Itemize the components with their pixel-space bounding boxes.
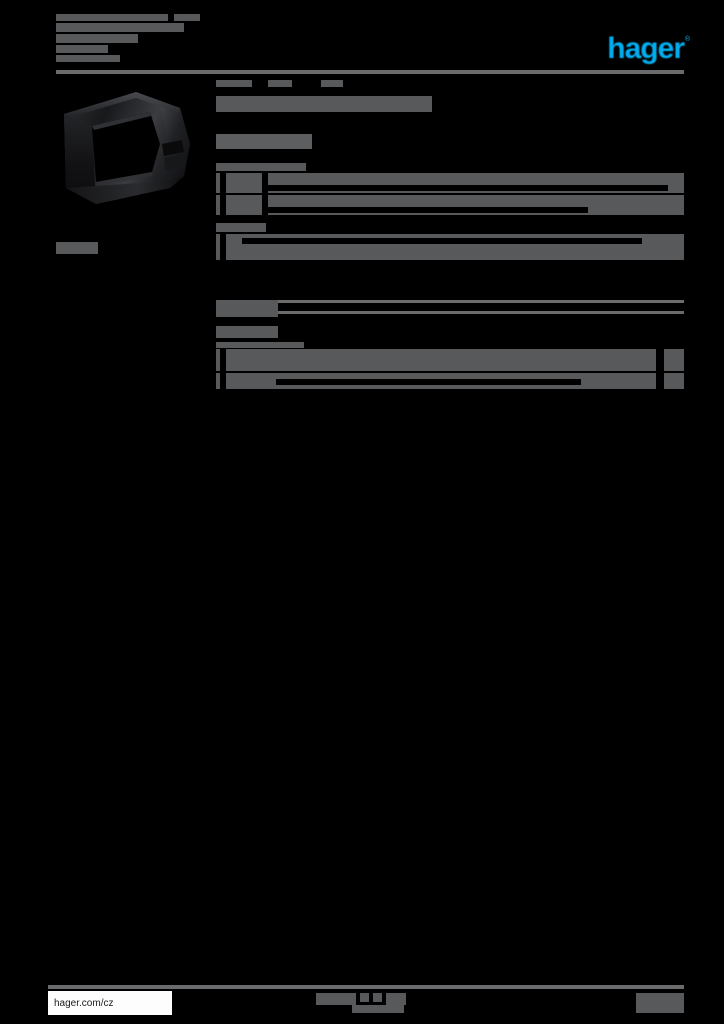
footer-url-text: hager.com/cz — [54, 997, 114, 1009]
footer-center-block — [316, 993, 436, 1013]
row-cell-divider — [220, 373, 226, 389]
row-text-gap — [656, 349, 664, 371]
trademark-icon: ® — [684, 36, 690, 43]
product-image — [52, 84, 202, 216]
header-title-line-5 — [56, 55, 120, 62]
header-title-line-3 — [56, 34, 138, 43]
page-title — [216, 96, 432, 112]
lower-sub-label — [216, 326, 278, 338]
table-row — [216, 173, 684, 193]
row-cell-divider — [220, 234, 226, 260]
header-title-line-2 — [56, 23, 184, 32]
hager-logo: hager ® — [592, 32, 690, 65]
product-frame-illustration — [64, 92, 190, 204]
table-1-sub-label — [216, 163, 306, 171]
footer-divider — [48, 985, 684, 989]
page-footer: hager.com/cz — [48, 989, 684, 1017]
row-text-gap — [656, 373, 664, 389]
header-chip-2 — [174, 14, 200, 21]
lower-heading-group — [216, 300, 684, 317]
table-row — [216, 234, 684, 260]
footer-center-part-4 — [386, 993, 406, 1005]
header-chip-1 — [124, 14, 154, 21]
header-divider — [56, 70, 684, 74]
lower-sub-label-2 — [216, 342, 304, 348]
table-row — [216, 349, 684, 371]
footer-url-box[interactable]: hager.com/cz — [48, 991, 172, 1015]
page-header: hager ® — [56, 14, 690, 74]
doc-title-chip-1 — [216, 80, 252, 87]
row-text-gap — [268, 185, 668, 191]
row-cell-divider — [220, 195, 226, 215]
row-cell-divider — [220, 173, 226, 193]
row-text-gap — [242, 238, 642, 244]
hager-logo-text: hager — [607, 32, 685, 65]
content-spacer — [216, 260, 684, 288]
main-content — [216, 80, 684, 389]
doc-title-chips — [216, 80, 684, 96]
section-heading-1 — [216, 134, 312, 149]
footer-center-part-1 — [316, 993, 356, 1005]
table-2-sub-label — [216, 223, 266, 232]
footer-page-number — [636, 993, 684, 1013]
row-text-gap — [268, 207, 588, 213]
table-row — [216, 373, 684, 389]
row-text-gap — [276, 379, 581, 385]
footer-center-part-3 — [373, 993, 382, 1002]
footer-center-part-5 — [352, 1005, 404, 1013]
footer-center-part-2 — [360, 993, 369, 1002]
row-cell-divider — [220, 349, 226, 371]
doc-title-chip-2 — [268, 80, 292, 87]
lower-section-heading — [216, 300, 278, 317]
table-row — [216, 195, 684, 215]
header-title-line-1 — [56, 14, 168, 21]
header-title-line-4 — [56, 45, 108, 53]
header-title-block — [56, 14, 206, 64]
doc-title-chip-3 — [321, 80, 343, 87]
content-rule-1 — [216, 300, 684, 303]
content-rule-2 — [216, 311, 684, 314]
row-cell-divider — [262, 173, 268, 193]
row-cell-divider — [262, 195, 268, 215]
product-caption — [56, 242, 98, 254]
